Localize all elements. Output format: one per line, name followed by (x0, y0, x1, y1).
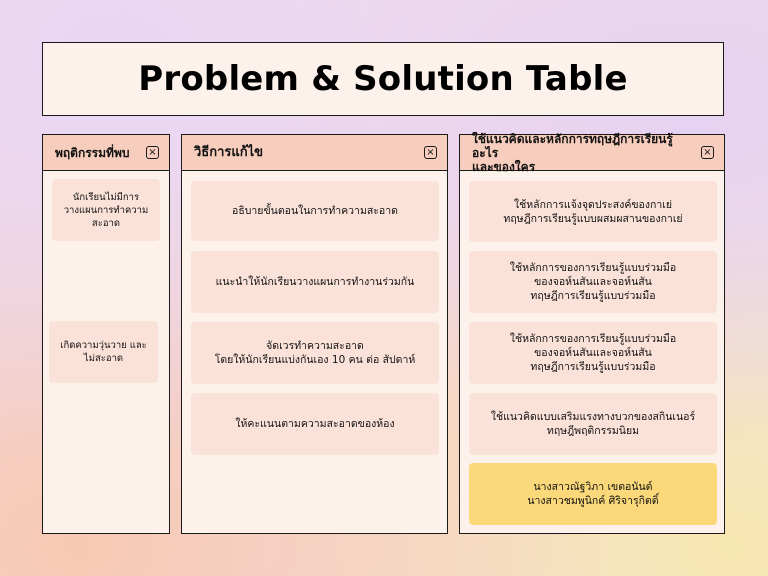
panel-behavior: พฤติกรรมที่พบ × นักเรียนไม่มีการ วางแผนก… (42, 134, 170, 534)
solution-card-2: แนะนำให้นักเรียนวางแผนการทำงานร่วมกัน (191, 251, 439, 313)
solution-card-1: อธิบายขั้นตอนในการทำความสะอาด (191, 181, 439, 241)
close-icon[interactable]: × (701, 146, 714, 159)
behavior-card-2: เกิดความวุ่นวาย และ ไม่สะอาด (49, 321, 158, 383)
title-box: Problem & Solution Table (42, 42, 724, 116)
panel-header-theory: ใช้แนวคิดและหลักการทฤษฎีการเรียนรู้อะไร … (460, 131, 724, 174)
theory-card-3: ใช้หลักการของการเรียนรู้แบบร่วมมือ ของจอ… (469, 322, 717, 384)
theory-card-1: ใช้หลักการแจ้งจุดประสงค์ของกาเย่ ทฤษฎีกา… (469, 181, 717, 242)
authors-card: นางสาวณัฐวิภา เขตอนันต์ นางสาวชมพูนิกค์ … (469, 463, 717, 525)
panel-header-solution: วิธีการแก้ไข × (182, 135, 447, 171)
solution-card-3: จัดเวรทำความสะอาด โดยให้นักเรียนแบ่งกันเ… (191, 322, 439, 384)
close-icon[interactable]: × (424, 146, 437, 159)
panel-title-solution: วิธีการแก้ไข (194, 144, 264, 160)
close-icon[interactable]: × (146, 146, 159, 159)
page-title: Problem & Solution Table (138, 59, 628, 99)
theory-card-2: ใช้หลักการของการเรียนรู้แบบร่วมมือ ของจอ… (469, 251, 717, 313)
panel-title-theory: ใช้แนวคิดและหลักการทฤษฎีการเรียนรู้อะไร … (472, 131, 673, 174)
theory-card-4: ใช้แนวคิดแบบเสริมแรงทางบวกของสกินเนอร์ ท… (469, 393, 717, 455)
panel-theory: ใช้แนวคิดและหลักการทฤษฎีการเรียนรู้อะไร … (459, 131, 725, 534)
solution-card-4: ให้คะแนนตามความสะอาดของห้อง (191, 393, 439, 455)
panel-title-behavior: พฤติกรรมที่พบ (55, 145, 130, 160)
panel-header-behavior: พฤติกรรมที่พบ × (43, 135, 169, 171)
panel-solution: วิธีการแก้ไข × อธิบายขั้นตอนในการทำความส… (181, 134, 448, 534)
behavior-card-1: นักเรียนไม่มีการ วางแผนการทำความ สะอาด (52, 179, 160, 241)
